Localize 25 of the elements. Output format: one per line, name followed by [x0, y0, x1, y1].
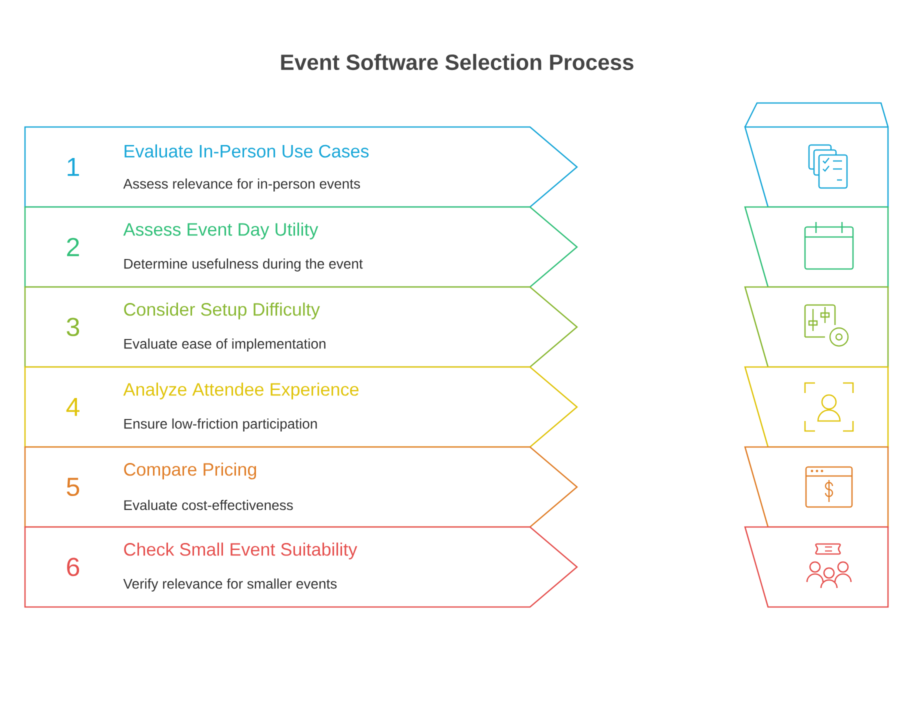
step-description: Evaluate ease of implementation	[124, 338, 326, 352]
step-title: Assess Event Day Utility	[123, 222, 318, 240]
step-title: Evaluate In-Person Use Cases	[124, 144, 369, 158]
step-description: Assess relevance for in-person events	[123, 178, 360, 192]
step-banner	[24, 126, 578, 208]
step-title: Consider Setup Difficulty	[124, 302, 320, 320]
step-title: Check Small Event Suitability	[124, 542, 358, 560]
step-number: 3	[66, 318, 80, 336]
step-banner	[24, 526, 578, 608]
step-title: Analyze Attendee Experience	[123, 382, 358, 400]
step-banner	[24, 206, 578, 288]
step-number: 4	[66, 398, 80, 416]
step-banner	[24, 286, 578, 368]
step-description: Evaluate cost-effectiveness	[124, 500, 293, 510]
step-number: 6	[67, 558, 80, 576]
step-banner	[24, 366, 578, 448]
step-number: 2	[67, 238, 79, 256]
step-number: 1	[68, 158, 79, 176]
step-description: Determine usefulness during the event	[124, 258, 363, 272]
title: Event Software Selection Process	[281, 54, 634, 70]
step-banner	[24, 446, 578, 528]
step-number: 5	[66, 478, 80, 496]
step-title: Compare Pricing	[124, 462, 256, 480]
step-description: Verify relevance for smaller events	[123, 578, 337, 592]
step-description: Ensure low-friction participation	[124, 418, 317, 432]
